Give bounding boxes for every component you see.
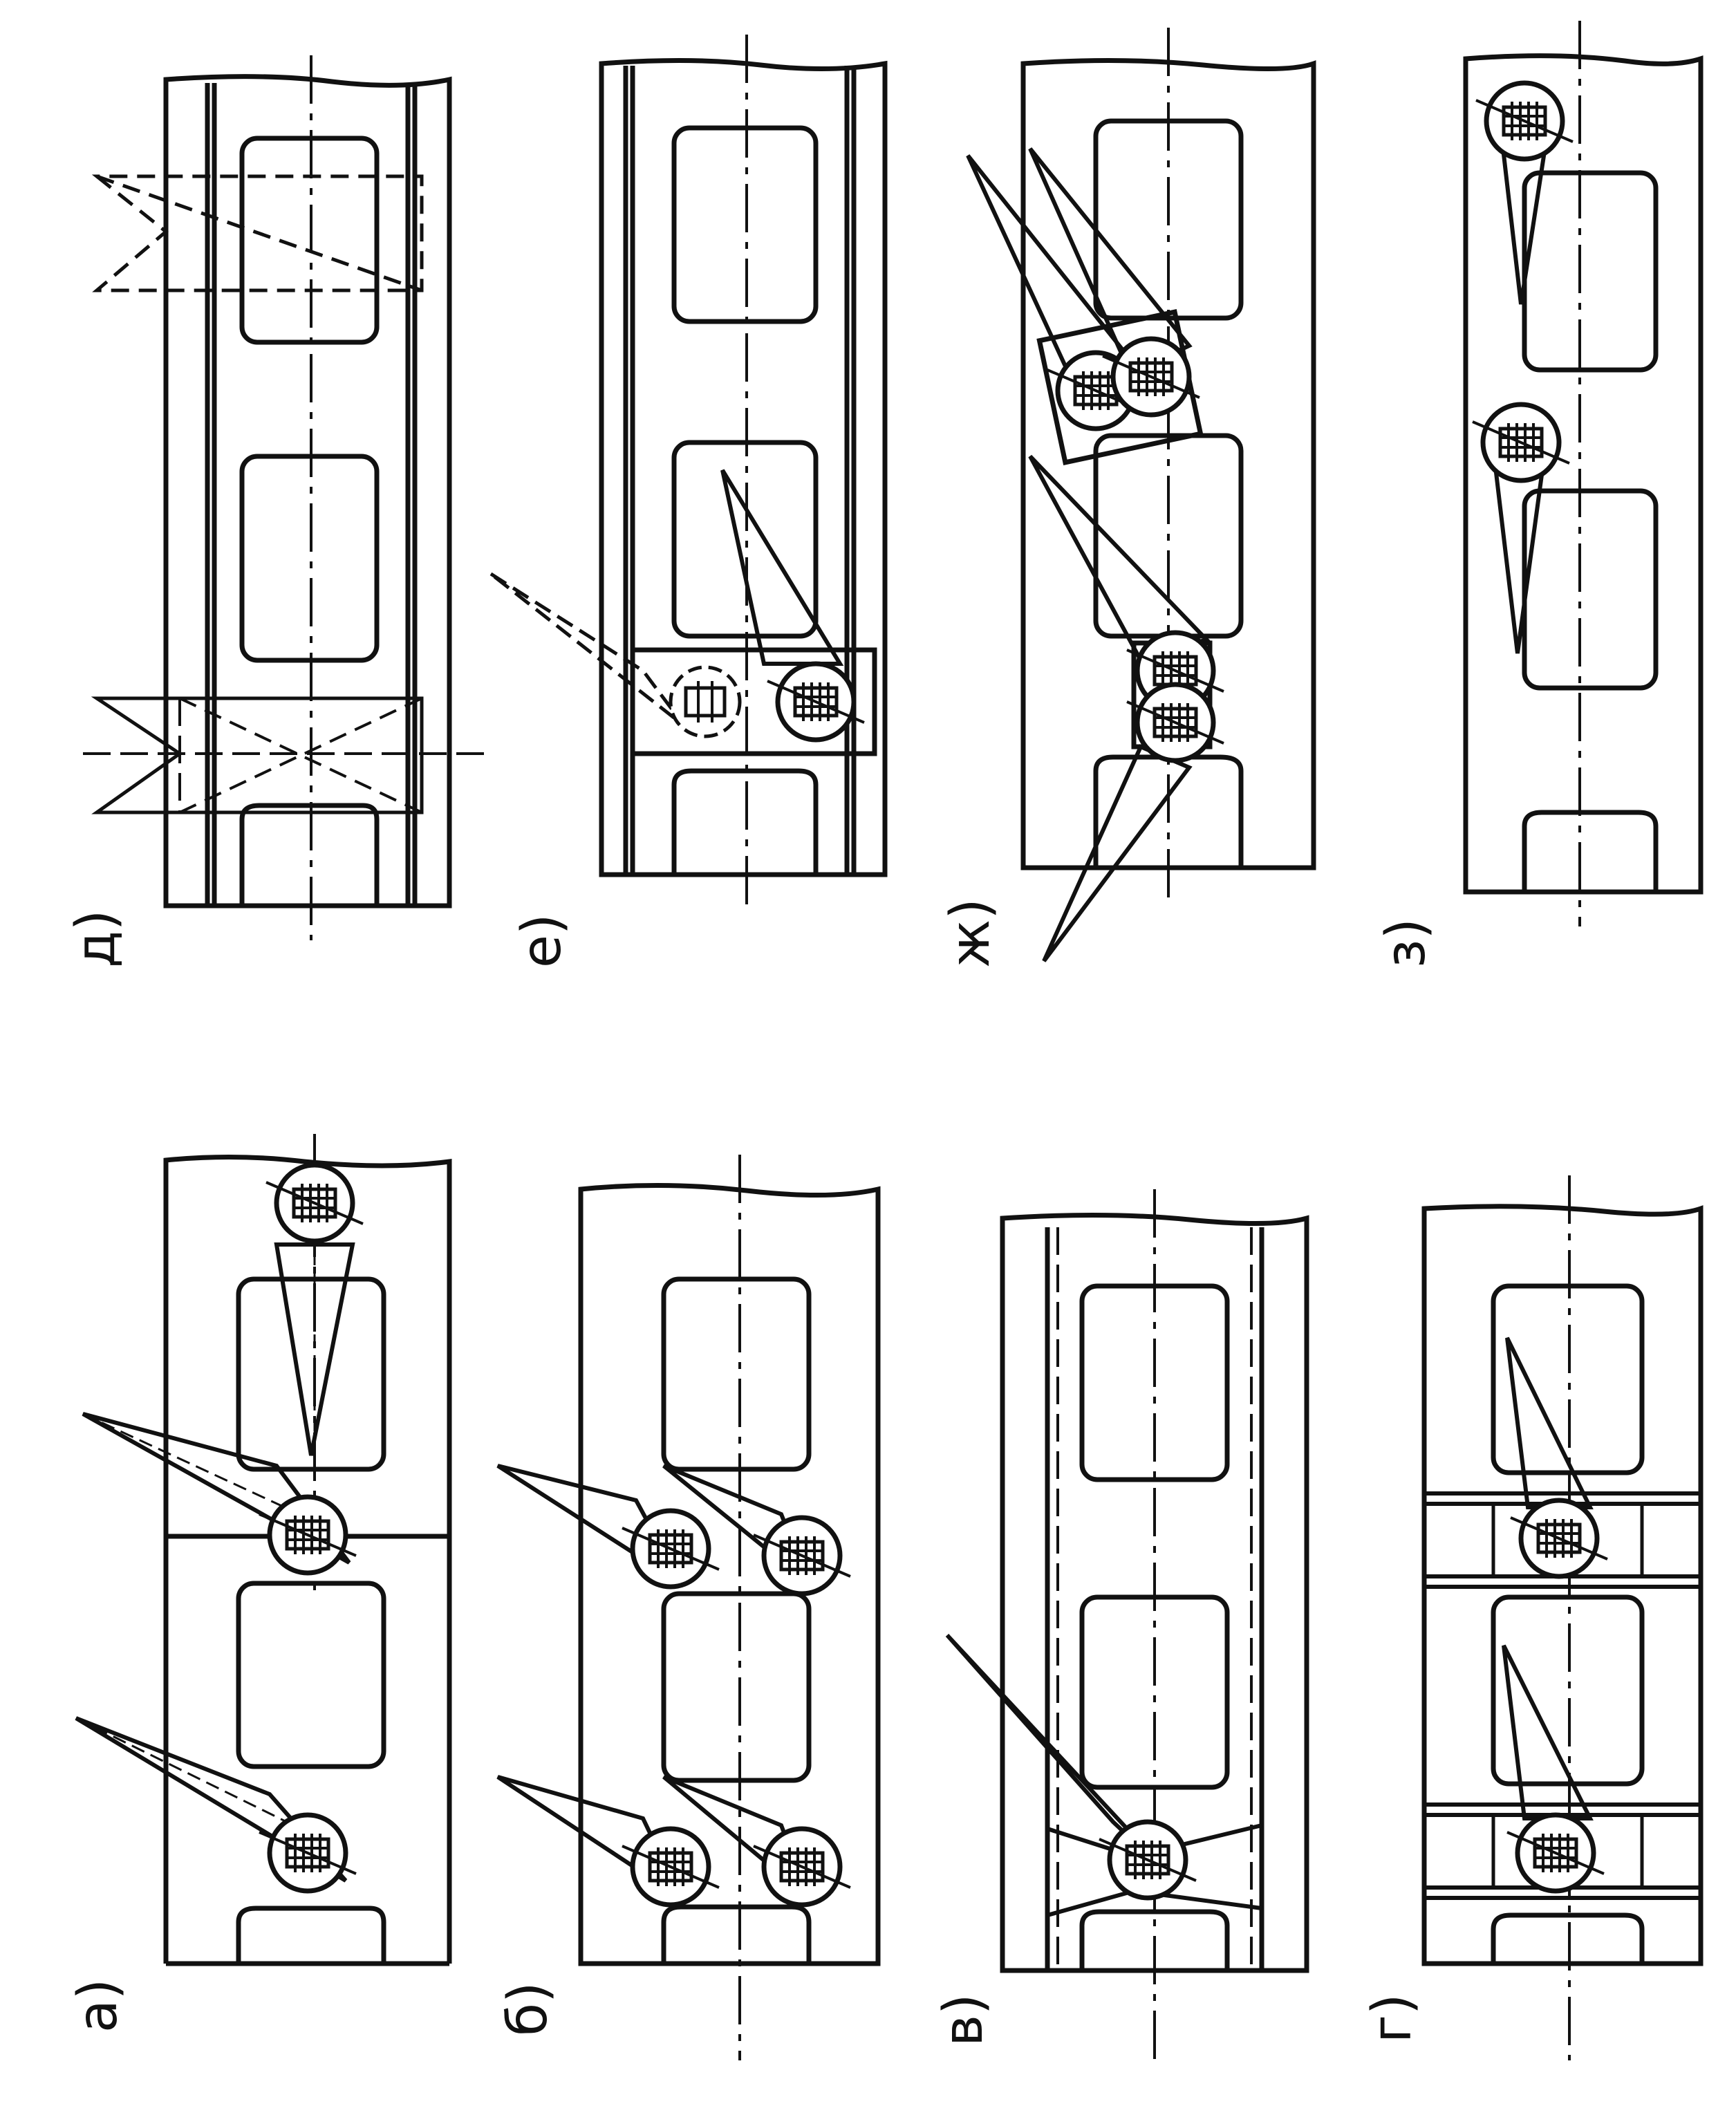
beam-solid <box>720 469 864 740</box>
panel-a: а) <box>67 1134 452 2033</box>
panel-label-a: а) <box>67 1979 129 2033</box>
window-opening <box>1491 1283 1645 1475</box>
window-opening <box>671 440 819 639</box>
panel-g: г) <box>1361 1175 1704 2060</box>
panel-label-v: в) <box>933 1994 995 2047</box>
window-opening <box>1522 488 1659 691</box>
window-opening <box>236 1276 386 1472</box>
beam-oblique-3 <box>496 1775 719 1905</box>
panel-label-d: д) <box>65 910 127 968</box>
panel-e: е) <box>489 35 888 968</box>
beam-2 <box>1502 1644 1604 1891</box>
beam-dashed <box>489 572 742 738</box>
plate <box>630 647 877 756</box>
beam-1 <box>1476 83 1573 305</box>
panel-label-z: з) <box>1375 918 1437 968</box>
window-opening <box>1491 1594 1645 1787</box>
window-opening <box>661 1591 812 1783</box>
panel-label-b: б) <box>497 1982 559 2036</box>
window-opening <box>1522 170 1659 373</box>
panel-zh: ж) <box>940 28 1316 968</box>
panel-b: б) <box>496 1155 881 2060</box>
window-opening <box>239 454 380 663</box>
beam-oblique-2 <box>662 1464 850 1594</box>
beam-pair-bottom-2 <box>1042 684 1224 962</box>
beam-oblique-4 <box>662 1775 850 1905</box>
window-opening <box>671 125 819 324</box>
beam-pair-top-1 <box>966 154 1144 429</box>
window-opening <box>236 1581 386 1769</box>
beam-pair-top-2 <box>1028 147 1200 415</box>
beam-2 <box>1473 404 1569 654</box>
panel-label-e: е) <box>511 914 573 968</box>
panel-label-g: г) <box>1361 1994 1424 2043</box>
beam-oblique <box>945 1633 1196 1898</box>
panel-label-zh: ж) <box>940 898 1002 968</box>
beam-oblique-1 <box>82 1412 356 1573</box>
beam-1 <box>1505 1336 1607 1576</box>
beam-oblique-1 <box>496 1464 719 1587</box>
panel-v: в) <box>933 1189 1309 2060</box>
window-opening <box>1079 1283 1230 1482</box>
window-opening <box>1079 1594 1230 1790</box>
beam-oblique-2 <box>75 1716 356 1891</box>
window-opening <box>661 1276 812 1472</box>
panel-z: з) <box>1375 21 1704 968</box>
panel-d: д) <box>65 55 484 968</box>
beam-pair-bottom-1 <box>1028 454 1224 709</box>
beam-vertical <box>266 1165 363 1456</box>
window-opening <box>239 136 380 345</box>
